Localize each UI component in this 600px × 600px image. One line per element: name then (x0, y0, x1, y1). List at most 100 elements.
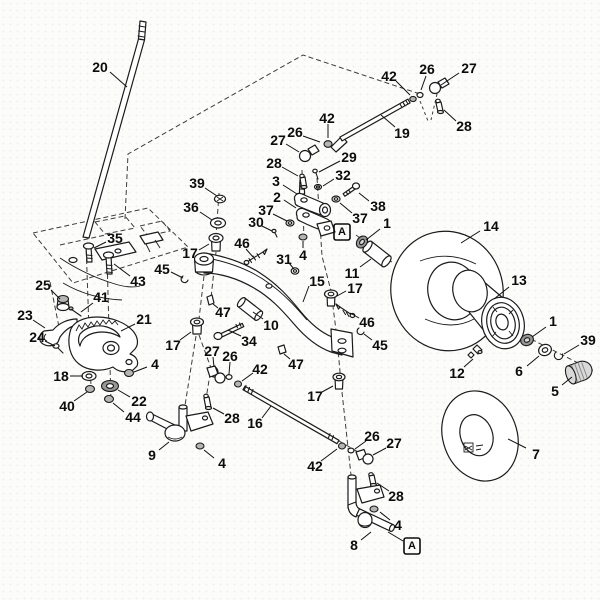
leader-line (32, 319, 46, 329)
callout-label-26: 26 (222, 348, 238, 364)
leader-line (283, 353, 291, 360)
leader-line (133, 366, 148, 373)
leader-line (283, 199, 297, 209)
leader-line (93, 241, 107, 249)
callout-label-1: 1 (549, 313, 557, 329)
leader-line (80, 302, 94, 313)
callout-label-42: 42 (252, 361, 268, 377)
callout-label-14: 14 (483, 218, 499, 234)
callout-label-40: 40 (59, 398, 75, 414)
callout-label-23: 23 (17, 307, 33, 323)
leader-line (336, 290, 347, 297)
reference-box (403, 537, 421, 555)
callout-label-42: 42 (307, 458, 323, 474)
sector-washer-stack (81, 368, 135, 404)
callout-label-47: 47 (288, 356, 304, 372)
leader-line (282, 184, 298, 195)
callout-label-26: 26 (287, 124, 303, 140)
leader-line (288, 262, 295, 270)
callout-label-43: 43 (130, 273, 146, 289)
leader-line (561, 376, 573, 386)
callout-label-17: 17 (307, 388, 323, 404)
callout-label-25: 25 (35, 277, 51, 293)
leader-line (199, 211, 213, 221)
leader-line (339, 202, 353, 214)
callout-label-42: 42 (319, 110, 335, 126)
leader-line (179, 331, 192, 341)
leader-line (170, 271, 184, 279)
callout-label-4: 4 (394, 517, 402, 533)
callout-label-44: 44 (125, 409, 141, 425)
leader-line (261, 225, 273, 232)
leader-line (322, 178, 335, 187)
leader-line (395, 80, 411, 96)
callout-label-8: 8 (350, 537, 358, 553)
callout-label-36: 36 (183, 199, 199, 215)
leader-line (228, 361, 231, 375)
axle-hardware (520, 333, 593, 385)
leader-line (493, 286, 510, 300)
leader-line (73, 391, 88, 402)
callout-label-26: 26 (364, 428, 380, 444)
leader-line (241, 372, 254, 382)
leader-line (321, 385, 334, 393)
leader-line (203, 449, 215, 459)
leader-line (44, 340, 56, 347)
callout-label-38: 38 (370, 198, 386, 214)
leader-line (302, 135, 321, 143)
callout-label-11: 11 (345, 265, 360, 281)
callout-label-26: 26 (419, 61, 435, 77)
callout-label-34: 34 (241, 333, 257, 349)
callout-label-39: 39 (189, 175, 205, 191)
callout-label-41: 41 (93, 289, 109, 305)
callout-label-13: 13 (511, 272, 527, 288)
leader-line (380, 114, 396, 128)
callout-label-42: 42 (381, 68, 397, 84)
reference-box (333, 223, 351, 241)
callout-label-37: 37 (352, 210, 368, 226)
leader-line (376, 482, 390, 492)
callout-label-28: 28 (224, 410, 240, 426)
leader-line (245, 248, 254, 258)
kingpin-bushings (189, 289, 346, 390)
callout-label-4: 4 (218, 455, 226, 471)
callout-label-6: 6 (515, 363, 523, 379)
leader-line (198, 243, 210, 251)
leader-line (531, 326, 547, 338)
leader-line (358, 192, 370, 202)
leader-line (158, 441, 170, 451)
leader-line (354, 440, 367, 450)
leader-line (359, 258, 372, 268)
leader-line (281, 166, 299, 177)
callout-label-7: 7 (532, 446, 540, 462)
leader-line (212, 303, 219, 309)
sector-plate (68, 316, 139, 373)
callout-label-19: 19 (394, 125, 410, 141)
callout-label-27: 27 (461, 60, 477, 76)
callout-label-4: 4 (151, 356, 159, 372)
leader-line (379, 511, 391, 521)
leader-line (109, 71, 128, 88)
leader-line (363, 333, 373, 341)
callout-label-30: 30 (248, 214, 264, 230)
callout-label-A: A (408, 540, 416, 552)
axle-beam (193, 252, 354, 358)
callout-label-39: 39 (580, 332, 596, 348)
leader-line (507, 438, 527, 449)
callout-label-4: 4 (299, 247, 307, 263)
leader-line (272, 213, 288, 222)
leader-line (227, 329, 242, 337)
leader-line (460, 230, 481, 244)
callout-label-17: 17 (165, 337, 181, 353)
steering-shaft (82, 20, 147, 239)
upper-bushing-stack (208, 194, 227, 252)
callout-label-28: 28 (388, 488, 404, 504)
right-spindle (347, 474, 396, 532)
callout-label-9: 9 (148, 447, 156, 463)
leader-line (112, 402, 125, 413)
leader-line (440, 72, 460, 86)
callout-label-16: 16 (247, 415, 263, 431)
leader-line (365, 228, 381, 241)
